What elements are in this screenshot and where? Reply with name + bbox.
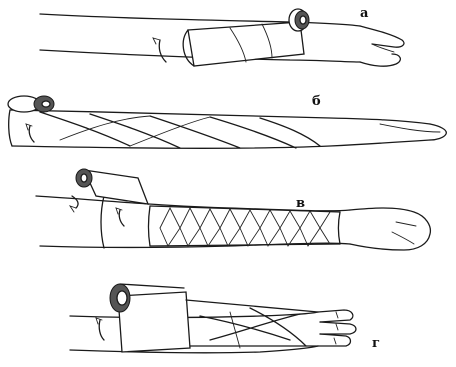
panel-label-a: а — [360, 6, 368, 21]
panel-label-g: г — [372, 336, 380, 351]
panel-label-b: б — [312, 94, 321, 109]
panel-label-v: в — [296, 196, 305, 211]
